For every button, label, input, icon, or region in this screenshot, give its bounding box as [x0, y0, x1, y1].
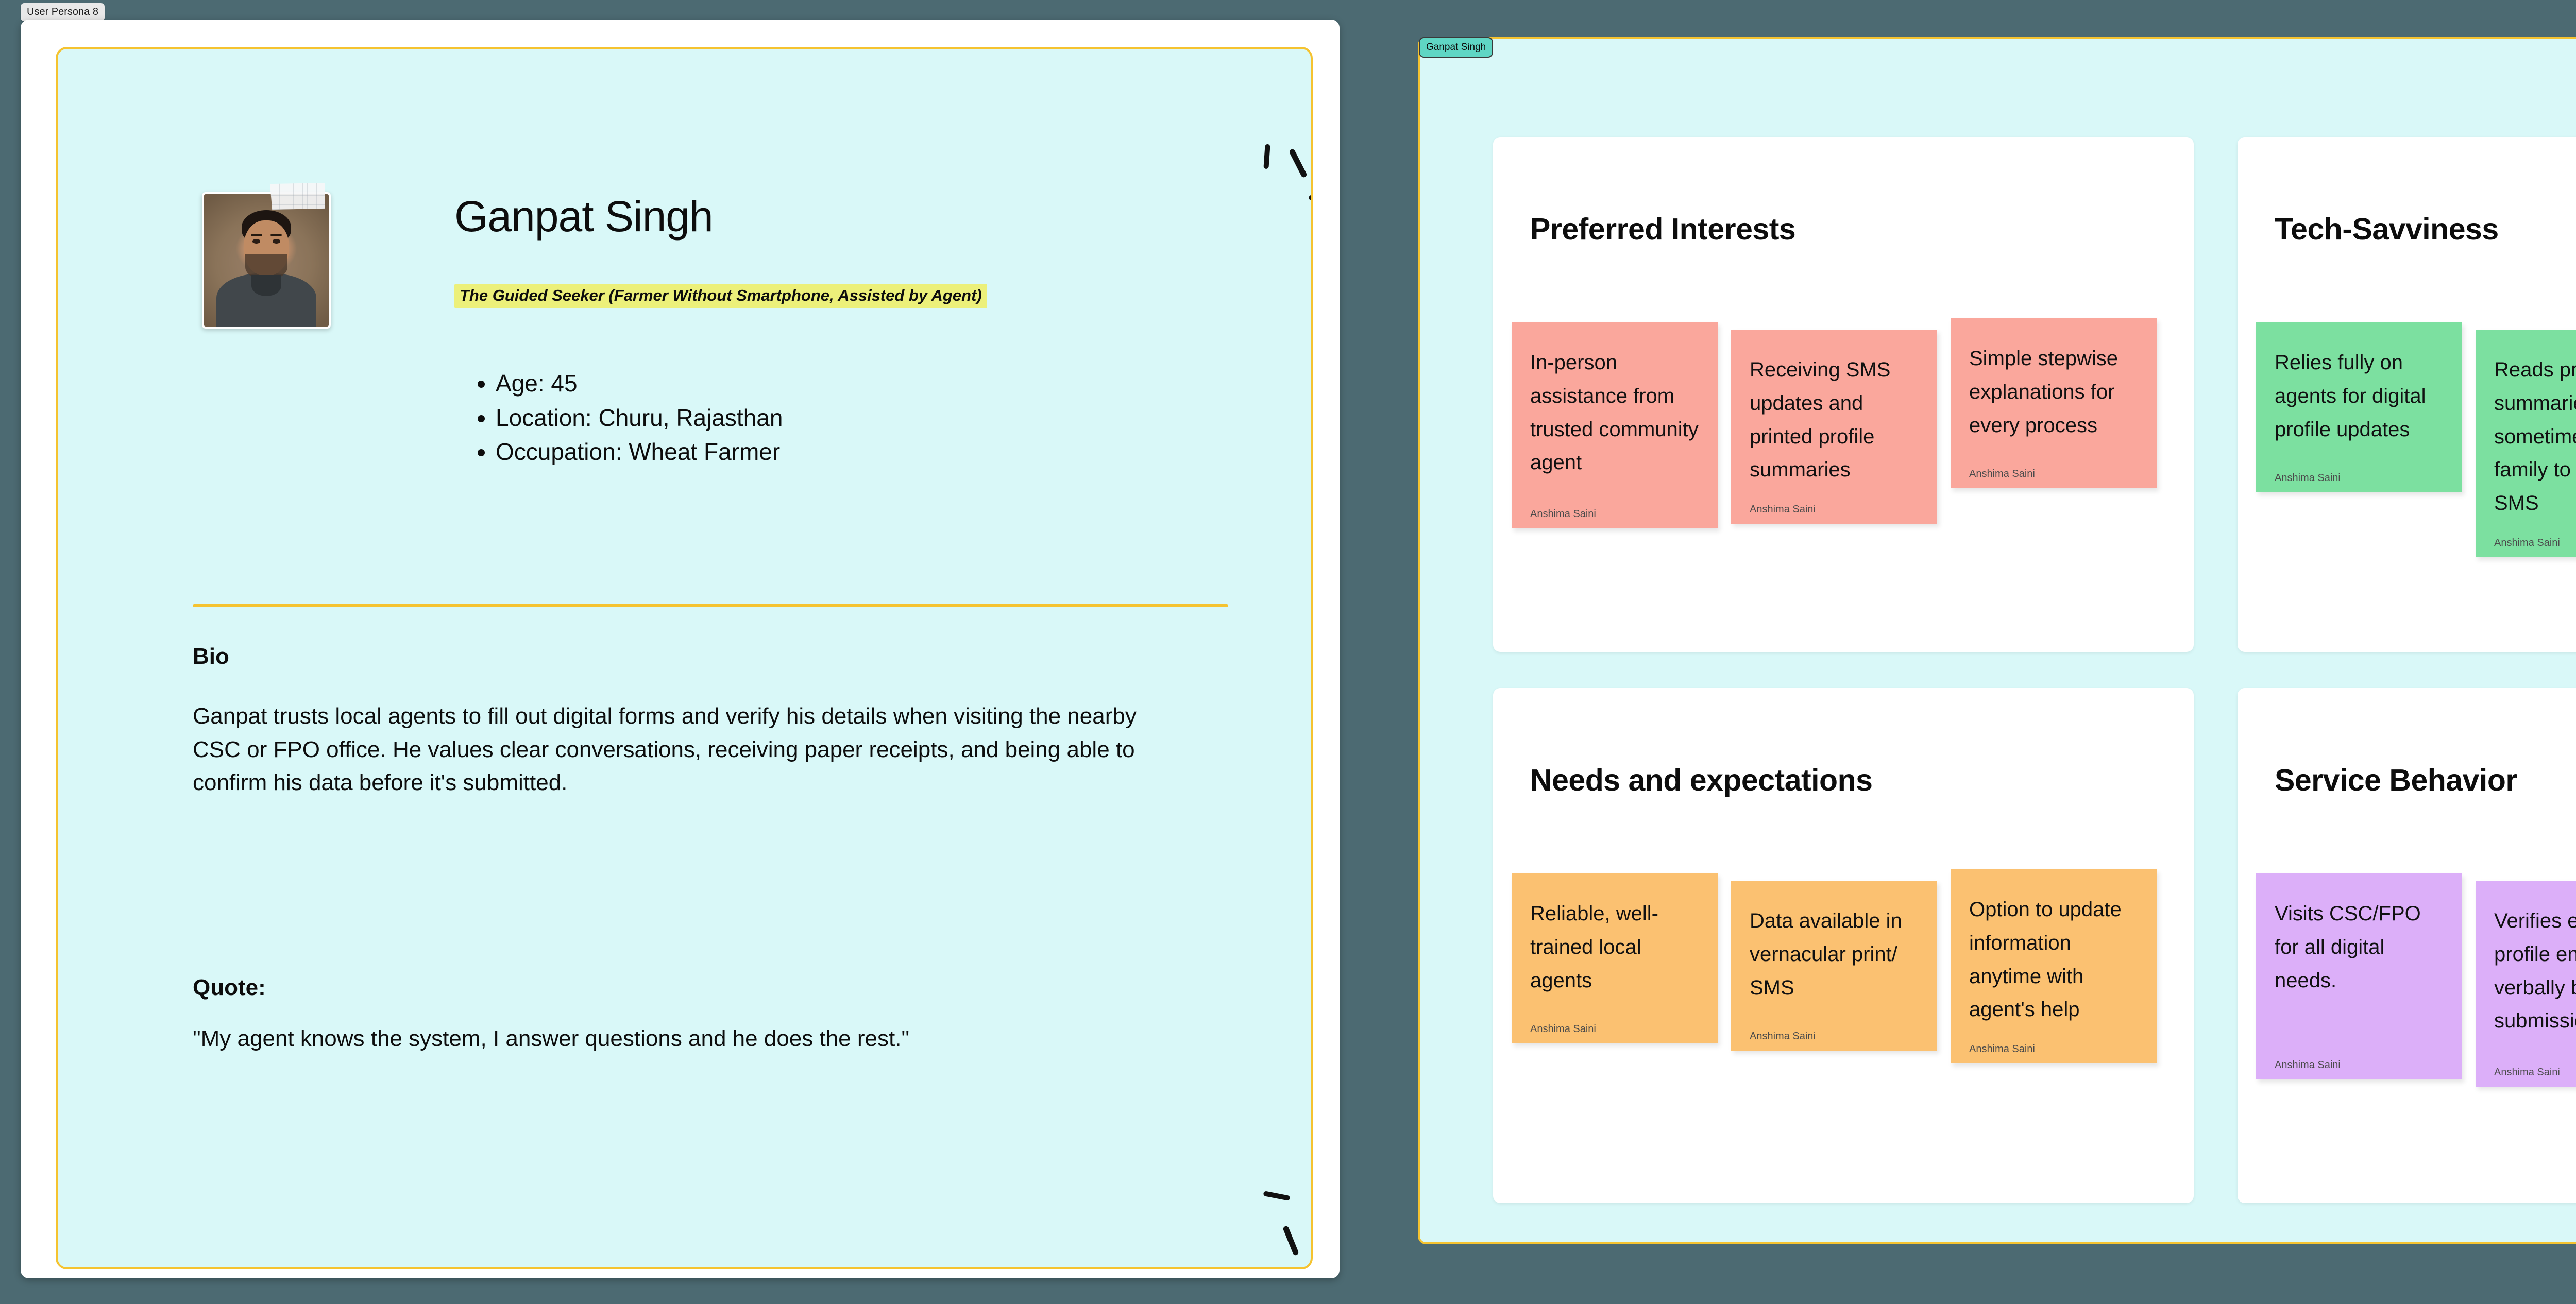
sticky-note[interactable]: Option to update information anytime wit… [1951, 869, 2157, 1064]
sticky-note-text: Simple stepwise explanations for every p… [1969, 347, 2119, 437]
sticky-note-text: Verifies each profile entry verbally bef… [2494, 910, 2576, 1033]
sticky-note-author: Anshima Saini [1750, 1031, 1816, 1042]
sticky-note-author: Anshima Saini [1969, 1043, 2035, 1055]
quote-text: "My agent knows the system, I answer que… [193, 1026, 910, 1051]
sticky-note-author: Anshima Saini [1969, 468, 2035, 479]
section-title: Preferred Interests [1530, 212, 1796, 246]
sticky-note-text: Data available in vernacular print/ SMS [1750, 910, 1902, 999]
doodle-stroke-icon [1263, 144, 1270, 169]
page-title: Ganpat Singh [454, 192, 714, 241]
sticky-note-text: Reliable, well-trained local agents [1530, 902, 1658, 992]
sticky-note[interactable]: Reads printed summaries, sometimes asks … [2476, 330, 2576, 557]
sticky-note-text: In-person assistance from trusted commun… [1530, 351, 1699, 474]
persona-facts-list: Age: 45 Location: Churu, Rajasthan Occup… [475, 366, 1248, 469]
sticky-note-author: Anshima Saini [1530, 1023, 1596, 1035]
portrait-image [204, 194, 329, 327]
bio-text: Ganpat trusts local agents to fill out d… [193, 704, 1137, 796]
sticky-note[interactable]: Receiving SMS updates and printed profil… [1731, 330, 1937, 524]
sticky-note[interactable]: Visits CSC/FPO for all digital needs. Ans… [2256, 873, 2462, 1079]
doodle-stroke-icon [1282, 1225, 1299, 1256]
photo-frame [202, 192, 331, 329]
section-title: Needs and expectations [1530, 763, 1873, 797]
sticky-note-author: Anshima Saini [2275, 472, 2341, 484]
sticky-note-text: Visits CSC/FPO for all digital needs. [2275, 902, 2421, 992]
persona-subtitle: The Guided Seeker (Farmer Without Smartp… [454, 284, 987, 308]
list-item: Age: 45 [496, 366, 1248, 401]
sticky-note[interactable]: In-person assistance from trusted commun… [1512, 322, 1718, 528]
sticky-note-group: Relies fully on agents for digital profi… [2256, 322, 2576, 557]
doodle-stroke-icon [1288, 148, 1308, 179]
doodle-stroke-icon [1263, 1191, 1291, 1201]
section-title: Tech-Savviness [2275, 212, 2499, 246]
sticky-note-text: Relies fully on agents for digital profi… [2275, 351, 2426, 441]
sticky-note[interactable]: Simple stepwise explanations for every p… [1951, 318, 2157, 488]
board-frame-tag[interactable]: User Persona 8 [21, 3, 105, 21]
tape-icon [270, 183, 325, 210]
persona-panel: Ganpat Singh The Guided Seeker (Farmer W… [21, 20, 1340, 1278]
sticky-note-text: Receiving SMS updates and printed profil… [1750, 358, 1891, 482]
divider [193, 604, 1228, 607]
persona-photo [202, 183, 331, 329]
quote-heading: Quote: [193, 975, 266, 1000]
doodle-stroke-icon [1308, 195, 1311, 205]
bio-heading: Bio [193, 644, 229, 669]
sticky-note-text: Option to update information anytime wit… [1969, 898, 2122, 1021]
frame-tag[interactable]: Ganpat Singh [1419, 37, 1494, 58]
persona-card: Ganpat Singh The Guided Seeker (Farmer W… [56, 47, 1313, 1269]
sticky-note-author: Anshima Saini [1750, 504, 1816, 516]
sticky-note-group: In-person assistance from trusted commun… [1512, 318, 2183, 528]
section-title: Service Behavior [2275, 763, 2517, 797]
sticky-note-author: Anshima Saini [2494, 1067, 2560, 1078]
sticky-note-author: Anshima Saini [2494, 537, 2560, 548]
sticky-note[interactable]: Verifies each profile entry verbally bef… [2476, 881, 2576, 1087]
sticky-note-author: Anshima Saini [1530, 508, 1596, 520]
list-item: Location: Churu, Rajasthan [496, 401, 1248, 435]
sticky-note-author: Anshima Saini [2275, 1059, 2341, 1071]
sticky-note[interactable]: Data available in vernacular print/ SMS A… [1731, 881, 1937, 1051]
list-item: Occupation: Wheat Farmer [496, 435, 1248, 469]
sticky-note[interactable]: Relies fully on agents for digital profi… [2256, 322, 2462, 492]
sticky-note-group: Visits CSC/FPO for all digital needs. Ans… [2256, 873, 2576, 1087]
sticky-note-text: Reads printed summaries, sometimes asks … [2494, 358, 2576, 515]
